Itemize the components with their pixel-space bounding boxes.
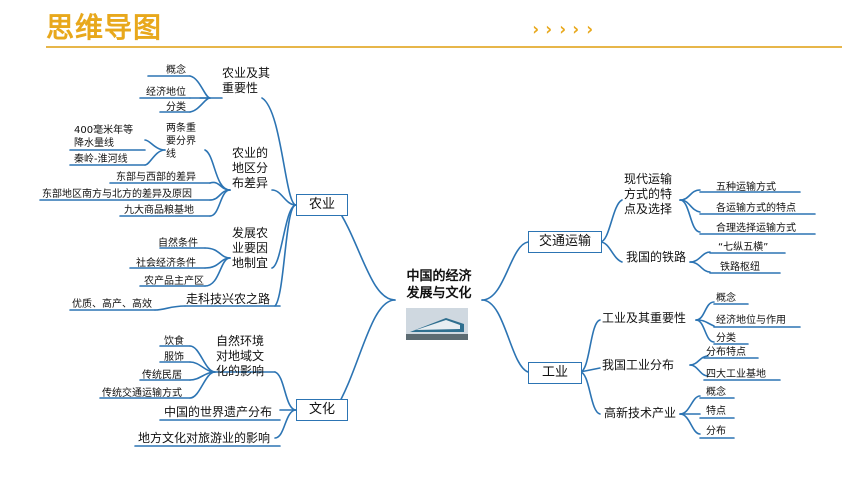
culture-tourism-title: 地方文化对旅游业的影响 (138, 431, 271, 445)
railway-seven-five: “七纵五横” (718, 242, 769, 253)
culture-housing: 传统民居 (142, 370, 182, 381)
industry-dist-features: 分布特点 (706, 347, 746, 358)
high-speed-train-icon (406, 308, 468, 340)
culture-food: 饮食 (164, 336, 184, 347)
culture-env-title: 自然环境对地域文化的影响 (216, 334, 265, 378)
agri-socioeconomic-conditions: 社会经济条件 (136, 258, 196, 269)
railway-hubs: 铁路枢纽 (720, 262, 760, 273)
agri-item-classification: 分类 (166, 102, 186, 113)
agri-tech-title: 走科技兴农之路 (186, 292, 271, 306)
culture-clothing: 服饰 (164, 352, 184, 363)
agri-grain-bases: 九大商品粮基地 (124, 205, 194, 216)
industry-distribution-title: 我国工业分布 (602, 358, 675, 372)
hightech-distribution: 分布 (706, 426, 726, 437)
agri-importance-title: 农业及其重要性 (222, 66, 271, 95)
transport-railway-title: 我国的铁路 (626, 250, 687, 264)
page-title: 思维导图 (46, 11, 163, 44)
header-divider (46, 46, 842, 48)
agri-south-north-diff: 东部地区南方与北方的差异及原因 (42, 189, 192, 200)
transport-mode-features: 各运输方式的特点 (716, 203, 796, 214)
transport-mode-choice: 合理选择运输方式 (716, 223, 796, 234)
central-topic-line2: 发展与文化 (406, 286, 472, 301)
industry-classification: 分类 (716, 333, 736, 344)
agri-boundary-title: 两条重要分界线 (166, 123, 196, 160)
hightech-concept: 概念 (706, 387, 726, 398)
hightech-features: 特点 (706, 406, 726, 417)
central-topic: 中国的经济 发展与文化 (396, 268, 482, 302)
industry-four-bases: 四大工业基地 (706, 369, 766, 380)
branch-transport: 交通运输 (528, 231, 602, 253)
agri-item-economic-status: 经济地位 (146, 87, 186, 98)
agri-item-concept: 概念 (166, 65, 186, 76)
boundary-400mm-line: 400毫米年等降水量线 (74, 125, 134, 149)
agri-main-producing-areas: 农产品主产区 (144, 276, 204, 287)
industry-concept: 概念 (716, 293, 736, 304)
branch-agriculture: 农业 (296, 194, 348, 216)
industry-importance-title: 工业及其重要性 (602, 311, 687, 325)
transport-five-modes: 五种运输方式 (716, 182, 776, 193)
agri-tech-item: 优质、高产、高效 (72, 299, 152, 310)
industry-hightech-title: 高新技术产业 (604, 406, 677, 420)
central-topic-line1: 中国的经济 (406, 269, 472, 284)
culture-heritage-title: 中国的世界遗产分布 (164, 405, 273, 419)
branch-culture: 文化 (296, 399, 348, 421)
agri-east-west-diff: 东部与西部的差异 (116, 172, 196, 183)
chevron-arrows-icon: ››››› (532, 19, 593, 40)
culture-transport: 传统交通运输方式 (102, 388, 182, 399)
agri-natural-conditions: 自然条件 (158, 238, 198, 249)
boundary-qinling-huaihe: 秦岭-淮河线 (74, 154, 128, 165)
transport-modes-title: 现代运输方式的特点及选择 (624, 172, 673, 216)
industry-economic-role: 经济地位与作用 (716, 315, 786, 326)
branch-industry: 工业 (528, 362, 582, 384)
agri-distribution-title: 农业的地区分布差异 (232, 146, 269, 190)
agri-adapt-title: 发展农业要因地制宜 (232, 226, 269, 270)
